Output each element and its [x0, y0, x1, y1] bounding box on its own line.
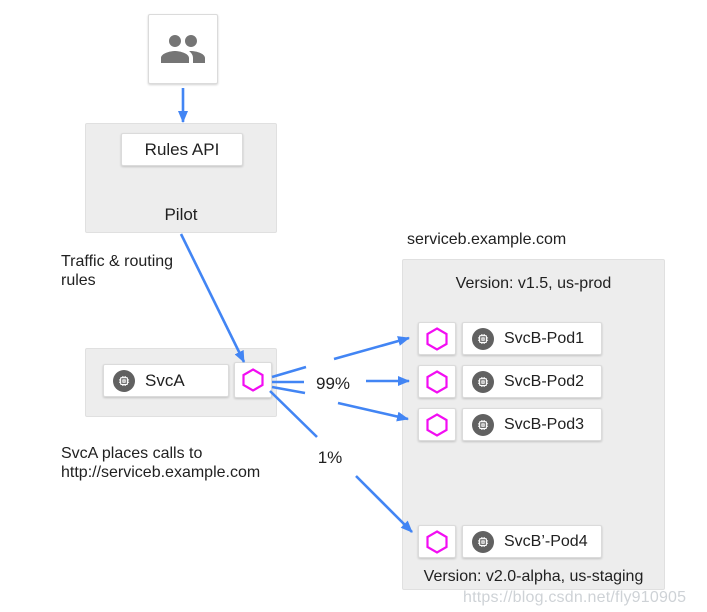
arrow-proxy-to-pod4-stub [269, 390, 318, 438]
envoy-hexagon-icon [426, 326, 448, 351]
svca-box: SvcA [103, 364, 229, 397]
prod-version-label: Version: v1.5, us-prod [455, 275, 612, 292]
serviceb-title: serviceb.example.com [407, 231, 567, 248]
traffic-note: Traffic & routing rules [61, 252, 173, 290]
traffic-note-line1: Traffic & routing [61, 253, 174, 270]
arrow-proxy-to-pod1 [333, 336, 410, 361]
arrow-proxy-to-pod3 [337, 401, 409, 422]
watermark-text: https://blog.csdn.net/fly910905 [463, 589, 687, 606]
chip-icon [472, 530, 494, 553]
pod1-box: SvcB-Pod1 [462, 322, 602, 355]
pod4-box: SvcB’-Pod4 [462, 525, 602, 558]
envoy-hexagon-icon [426, 529, 448, 554]
operator-box [148, 14, 218, 84]
svca-proxy-box [234, 362, 272, 398]
arrow-pilot-to-proxy [179, 233, 246, 363]
pod4-proxy-box [418, 525, 456, 558]
pod2-label: SvcB-Pod2 [504, 373, 585, 390]
chip-icon [472, 370, 494, 393]
envoy-hexagon-icon [242, 368, 264, 392]
weight-major-label: 99% [310, 373, 356, 395]
envoy-hexagon-icon [426, 369, 448, 394]
chip-icon [472, 413, 494, 436]
pod2-box: SvcB-Pod2 [462, 365, 602, 398]
pilot-label: Pilot [164, 205, 198, 224]
pod1-proxy-box [418, 322, 456, 355]
chip-icon [113, 369, 135, 392]
arrow-proxy-to-pod1-stub [271, 365, 307, 379]
weight-minor-label: 1% [312, 447, 348, 469]
pod3-label: SvcB-Pod3 [504, 416, 585, 433]
svca-note-line2: http://serviceb.example.com [61, 464, 261, 481]
pod2-proxy-box [418, 365, 456, 398]
svca-label: SvcA [145, 370, 185, 390]
svca-note: SvcA places calls to http://serviceb.exa… [61, 444, 260, 482]
rules-api-label: Rules API [144, 139, 220, 159]
chip-icon [472, 327, 494, 350]
rules-api-box: Rules API [121, 133, 243, 166]
svca-note-line1: SvcA places calls to [61, 445, 203, 462]
pod3-proxy-box [418, 408, 456, 441]
pod3-box: SvcB-Pod3 [462, 408, 602, 441]
envoy-hexagon-icon [426, 412, 448, 437]
staging-version-label: Version: v2.0-alpha, us-staging [423, 568, 644, 585]
traffic-note-line2: rules [61, 272, 96, 289]
pod4-label: SvcB’-Pod4 [504, 533, 588, 550]
people-icon [161, 35, 205, 63]
pod1-label: SvcB-Pod1 [504, 330, 585, 347]
